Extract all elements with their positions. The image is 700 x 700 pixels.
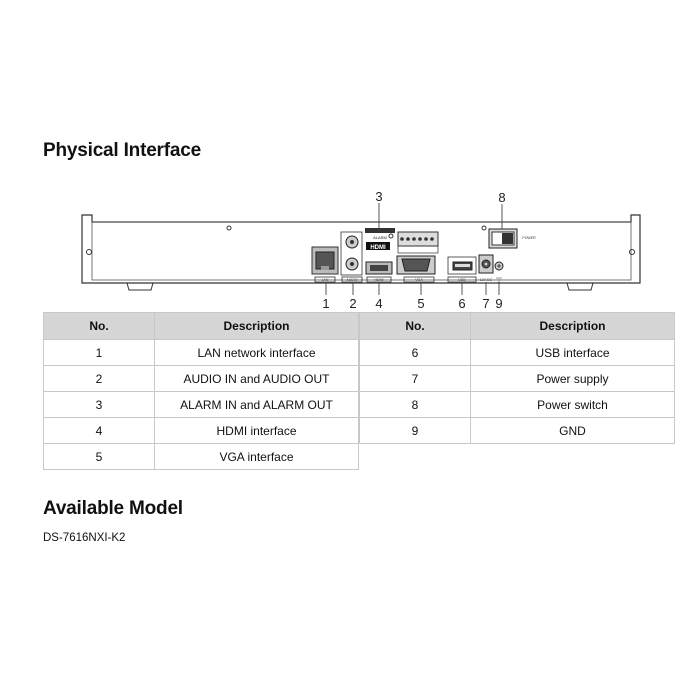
table-row: 7 Power supply xyxy=(359,365,675,392)
row-description: Power switch xyxy=(470,391,675,418)
usb-port-icon: USB xyxy=(447,256,477,283)
section-title-available-model: Available Model xyxy=(43,498,183,519)
row-no: 3 xyxy=(43,391,155,418)
table-row: 9 GND xyxy=(359,417,675,444)
audio-port-label: AUDIO xyxy=(346,278,357,282)
table-row: 6 USB interface xyxy=(359,339,675,366)
row-no: 8 xyxy=(359,391,471,418)
usb-port-label: USB xyxy=(458,278,466,282)
row-no: 1 xyxy=(43,339,155,366)
callout-1: 1 xyxy=(322,296,329,311)
header-description: Description xyxy=(470,312,675,340)
audio-port-icon: AUDIO xyxy=(340,231,363,283)
row-no: 4 xyxy=(43,417,155,444)
model-number: DS-7616NXI-K2 xyxy=(43,532,126,544)
row-no: 6 xyxy=(359,339,471,366)
row-description: USB interface xyxy=(470,339,675,366)
table-row: 3 ALARM IN and ALARM OUT xyxy=(43,391,359,418)
lan-port-label: LAN xyxy=(322,278,329,282)
row-no: 9 xyxy=(359,417,471,444)
callout-4: 4 xyxy=(375,296,382,311)
power-supply-icon: 12V DC xyxy=(478,254,494,282)
callout-3: 3 xyxy=(375,189,382,204)
table-row: 2 AUDIO IN and AUDIO OUT xyxy=(43,365,359,392)
row-description: Power supply xyxy=(470,365,675,392)
row-no: 5 xyxy=(43,443,155,470)
alarm-port-label: ALARM xyxy=(373,235,387,240)
row-description: GND xyxy=(470,417,675,444)
svg-text:HDMI: HDMI xyxy=(370,245,386,251)
power-port-label: POWER xyxy=(522,236,536,240)
alarm-hdmi-block: ALARM HDMI HDMI xyxy=(365,228,395,283)
callout-lines xyxy=(325,203,503,295)
row-description: AUDIO IN and AUDIO OUT xyxy=(154,365,359,392)
table-row: 4 HDMI interface xyxy=(43,417,359,444)
table-row: 1 LAN network interface xyxy=(43,339,359,366)
row-description: LAN network interface xyxy=(154,339,359,366)
row-no: 2 xyxy=(43,365,155,392)
header-no: No. xyxy=(359,312,471,340)
section-title-physical-interface: Physical Interface xyxy=(43,140,201,161)
callout-7: 7 xyxy=(482,296,489,311)
table-row: 5 VGA interface xyxy=(43,443,359,470)
callout-2: 2 xyxy=(349,296,356,311)
row-description: ALARM IN and ALARM OUT xyxy=(154,391,359,418)
header-no: No. xyxy=(43,312,155,340)
row-description: HDMI interface xyxy=(154,417,359,444)
interface-table-left: No. Description 1 LAN network interface … xyxy=(43,312,359,470)
callout-8: 8 xyxy=(498,190,505,205)
hdmi-port-label: HDMI xyxy=(375,278,384,282)
header-description: Description xyxy=(154,312,359,340)
rear-panel-diagram: LAN AUDIO ALARM HDMI HDMI VGA xyxy=(81,189,641,311)
callout-5: 5 xyxy=(417,296,424,311)
row-description: VGA interface xyxy=(154,443,359,470)
dc-port-label: 12V DC xyxy=(480,278,493,282)
callout-9: 9 xyxy=(495,296,502,311)
interface-table-right: No. Description 6 USB interface 7 Power … xyxy=(359,312,675,444)
callout-6: 6 xyxy=(458,296,465,311)
vga-port-icon: VGA xyxy=(396,255,436,283)
power-switch-icon: POWER xyxy=(488,228,536,249)
gnd-screw-icon xyxy=(494,261,504,283)
table-row: 8 Power switch xyxy=(359,391,675,418)
vga-port-label: VGA xyxy=(415,278,423,282)
row-no: 7 xyxy=(359,365,471,392)
alarm-terminal-icon xyxy=(397,231,439,254)
lan-port-icon: LAN xyxy=(311,246,339,283)
